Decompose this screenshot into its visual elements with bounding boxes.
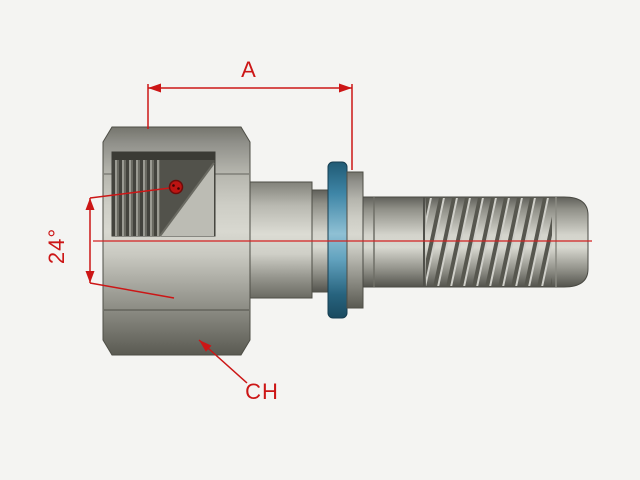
cone-seat-marker-dot-2	[177, 187, 180, 190]
dimension-a-arrow-left	[148, 83, 161, 93]
cone-chamfer-edge	[159, 162, 215, 237]
cavity-top-shelf	[112, 152, 215, 160]
cone-seat-marker-dot-1	[172, 184, 175, 187]
annotations: A 24° CH	[44, 57, 592, 404]
dimension-a-label: A	[241, 57, 257, 82]
stem-serrations	[426, 198, 552, 286]
collar	[346, 171, 364, 309]
wrench-size-label: CH	[245, 379, 279, 404]
dimension-a-arrow-right	[339, 83, 352, 93]
dimension-a: A	[147, 57, 353, 170]
cone-angle-arrow-top	[85, 198, 95, 210]
cone-angle-leader-upper	[89, 187, 171, 199]
cone-angle-dimension: 24°	[44, 179, 184, 299]
cone-angle-arrow-bottom	[85, 271, 95, 283]
cone-angle-leader-lower	[89, 282, 175, 299]
wrench-size-arrow	[199, 340, 212, 352]
cone-seat-marker	[168, 179, 184, 195]
wrench-size-callout: CH	[198, 339, 279, 404]
cone-angle-label: 24°	[44, 228, 69, 264]
o-ring-seal	[327, 161, 348, 319]
body-cylinder	[249, 181, 313, 299]
